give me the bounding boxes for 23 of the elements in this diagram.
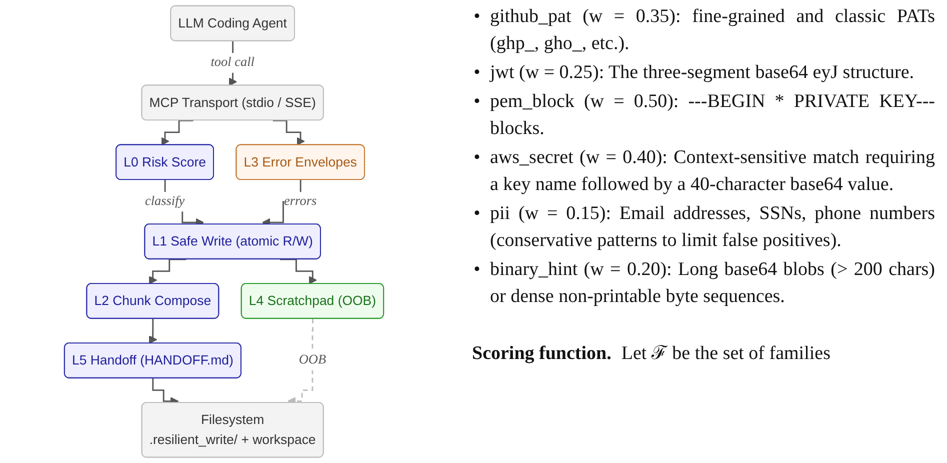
bullet: • <box>472 202 482 226</box>
list-item-text: github_pat (w = 0.35): fine-grained and classic PATs (ghp_, gho_, etc.). <box>490 5 935 56</box>
arrow <box>148 258 186 284</box>
paragraph-text: Let ℱ be the set of families <box>621 343 830 364</box>
edge-label: classify <box>144 194 185 209</box>
edge-label: OOB <box>298 353 326 368</box>
edge-label: errors <box>284 194 317 209</box>
paragraph-heading: Scoring function. <box>472 343 612 364</box>
arrow <box>160 120 194 146</box>
arrow <box>280 258 317 284</box>
bullet: • <box>472 5 482 29</box>
list-item-text: pem_block (w = 0.50): ---BEGIN * PRIVATE KEY--- blocks. <box>490 90 935 141</box>
bullet: • <box>472 61 482 85</box>
arrow <box>148 318 158 344</box>
list-item-text: binary_hint (w = 0.20): Long base64 blobs (> 200 chars) or dense non-printable byte sequences. <box>490 258 935 309</box>
bullet: • <box>472 258 482 282</box>
bullet: • <box>472 146 482 170</box>
list-item-text: aws_secret (w = 0.40): Context-sensitive match requiring a key name followed by a 40-character base64 value. <box>490 146 935 197</box>
arrow <box>272 120 305 146</box>
list-item-text: jwt (w = 0.25): The three-segment base64 eyJ structure. <box>490 61 916 85</box>
edge-label: tool call <box>210 56 254 70</box>
bullet: • <box>472 90 482 114</box>
list-item-text: pii (w = 0.15): Email addresses, SSNs, phone numbers (conservative patterns to limit false positives). <box>490 202 935 253</box>
